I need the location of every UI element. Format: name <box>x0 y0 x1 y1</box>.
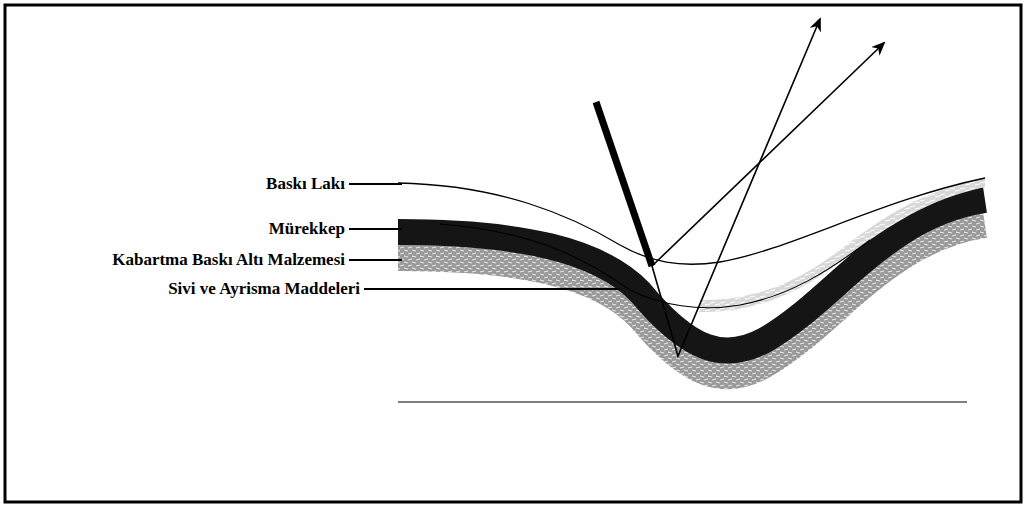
part-label: Mürekkep <box>269 219 345 239</box>
leader-line <box>364 288 620 290</box>
incident-beam <box>596 102 652 266</box>
ink-layer <box>398 200 985 351</box>
reflected-ray <box>652 43 884 266</box>
base-line <box>398 401 967 402</box>
leader-line <box>349 228 402 230</box>
part-label: Sivi ve Ayrisma Maddeleri <box>168 279 360 299</box>
refracted-ray <box>652 19 820 356</box>
lacquer-band <box>700 178 985 312</box>
part-label: Kabartma Baskı Altı Malzemesi <box>112 250 345 270</box>
lacquer-surface <box>398 178 985 264</box>
part-label: Baskı Lakı <box>266 174 345 194</box>
leader-line <box>349 259 402 261</box>
liquid-boundary <box>440 224 870 308</box>
leader-line <box>349 183 402 185</box>
frame <box>5 5 1021 502</box>
